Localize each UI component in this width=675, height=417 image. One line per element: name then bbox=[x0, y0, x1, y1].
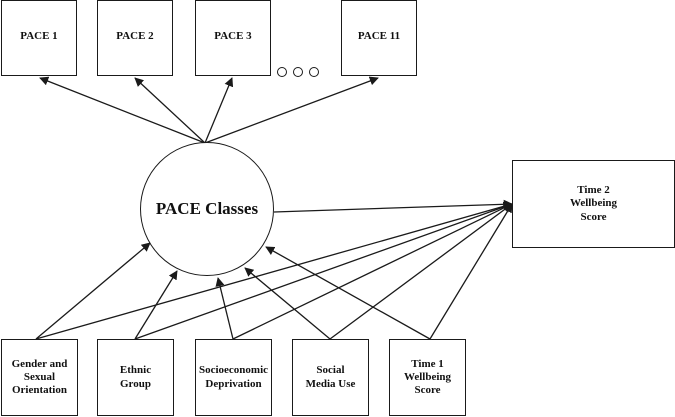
covariate-socioeconomic: Socioeconomic Deprivation bbox=[195, 339, 272, 416]
arrow-classes-to-pace2 bbox=[134, 77, 206, 144]
arrow-time1-to-classes bbox=[265, 246, 431, 340]
covariate-label: Time 1 Wellbeing Score bbox=[403, 357, 452, 397]
indicator-pace-11: PACE 11 bbox=[341, 0, 417, 76]
covariate-gender: Gender and Sexual Orientation bbox=[1, 339, 78, 416]
latent-label: PACE Classes bbox=[155, 199, 259, 218]
arrow-gender-to-outcome bbox=[35, 201, 513, 340]
covariate-time1-wellbeing: Time 1 Wellbeing Score bbox=[389, 339, 466, 416]
arrow-classes-to-outcome bbox=[273, 199, 513, 213]
indicator-label: PACE 3 bbox=[214, 30, 252, 43]
arrow-socio-to-outcome bbox=[232, 203, 513, 340]
outcome-node: Time 2 Wellbeing Score bbox=[512, 160, 675, 248]
indicator-label: PACE 11 bbox=[357, 30, 401, 43]
arrow-gender-to-classes bbox=[35, 242, 151, 340]
indicator-pace-3: PACE 3 bbox=[195, 0, 271, 76]
indicator-pace-2: PACE 2 bbox=[97, 0, 173, 76]
latent-class-node: PACE Classes bbox=[140, 142, 274, 276]
indicator-label: PACE 2 bbox=[116, 30, 154, 43]
arrow-social-to-outcome bbox=[329, 203, 513, 340]
arrow-classes-to-pace11 bbox=[204, 76, 379, 144]
indicator-pace-1: PACE 1 bbox=[1, 0, 77, 76]
ellipsis-dot bbox=[309, 67, 319, 77]
covariate-label: Ethnic Group bbox=[119, 364, 152, 390]
arrow-time1-to-outcome bbox=[429, 203, 513, 340]
covariate-label: Gender and Sexual Orientation bbox=[11, 357, 68, 397]
arrow-socio-to-classes bbox=[215, 277, 234, 340]
covariate-label: Socioeconomic Deprivation bbox=[198, 364, 269, 390]
indicator-label: PACE 1 bbox=[20, 30, 58, 43]
arrow-classes-to-pace3 bbox=[204, 77, 234, 144]
outcome-label: Time 2 Wellbeing Score bbox=[569, 184, 618, 223]
arrow-classes-to-pace1 bbox=[39, 76, 206, 144]
ellipsis-dot bbox=[293, 67, 303, 77]
covariate-ethnic-group: Ethnic Group bbox=[97, 339, 174, 416]
ellipsis-dot bbox=[277, 67, 287, 77]
covariate-label: Social Media Use bbox=[305, 364, 356, 390]
arrow-social-to-classes bbox=[244, 267, 331, 340]
covariate-social-media: Social Media Use bbox=[292, 339, 369, 416]
arrow-ethnic-to-outcome bbox=[134, 202, 513, 340]
